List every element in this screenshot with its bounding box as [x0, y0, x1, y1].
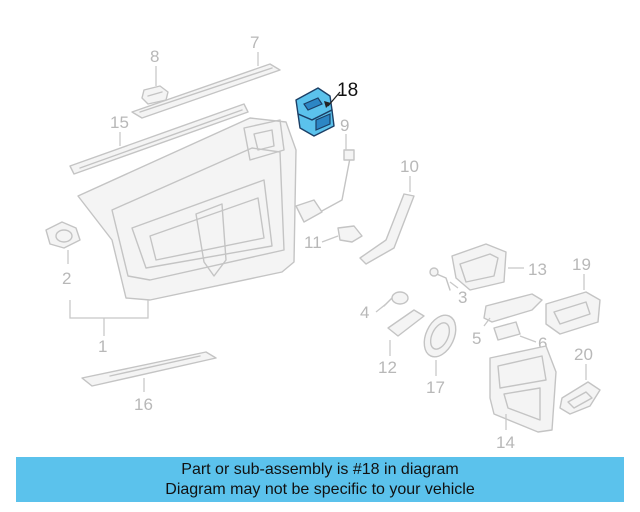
part-11-bracket [337, 225, 363, 243]
part-6-small-bezel [493, 321, 521, 341]
callout-6: 6 [538, 334, 547, 353]
callout-4: 4 [360, 303, 369, 322]
part-10-pull-handle [359, 193, 415, 265]
callout-3: 3 [458, 288, 467, 307]
part-12-bracket [387, 309, 425, 337]
callout-19: 19 [572, 255, 591, 274]
callout-9: 9 [340, 116, 349, 135]
callout-13: 13 [528, 260, 547, 279]
part-9-handle-rod [295, 149, 355, 223]
part-7-belt-molding [131, 63, 281, 119]
part-8-clip [141, 85, 169, 105]
part-20-switch-bezel [559, 381, 601, 415]
part-15-weatherstrip [69, 103, 249, 175]
callout-2: 2 [62, 269, 71, 288]
callout-7: 7 [250, 33, 259, 52]
callout-12: 12 [378, 358, 397, 377]
callout-10: 10 [400, 157, 419, 176]
callout-18: 18 [337, 80, 358, 101]
callout-17: 17 [426, 378, 445, 397]
part-2-fastener [45, 221, 81, 249]
part-16-lower-molding [81, 351, 217, 387]
callout-14: 14 [496, 433, 515, 452]
part-14-armrest-trim [489, 345, 557, 433]
part-3-screw [429, 267, 451, 291]
callout-16: 16 [134, 395, 153, 414]
part-17-speaker [423, 314, 457, 358]
part-18-window-switch [295, 87, 335, 137]
callout-1: 1 [98, 337, 107, 356]
callout-11: 11 [304, 233, 322, 252]
callout-8: 8 [150, 47, 159, 66]
part-4-push-pin [383, 291, 409, 307]
part-13-armrest-pocket [451, 243, 507, 291]
part-19-inside-handle [545, 291, 601, 335]
callout-20: 20 [574, 345, 593, 364]
part-1-door-trim-panel [77, 117, 297, 301]
callout-15: 15 [110, 113, 129, 132]
callout-5: 5 [472, 329, 481, 348]
info-banner: Part or sub-assembly is #18 in diagram D… [16, 457, 624, 502]
part-5-bezel [483, 293, 543, 323]
banner-line-1: Part or sub-assembly is #18 in diagram [181, 461, 459, 478]
banner-line-2: Diagram may not be specific to your vehi… [165, 481, 475, 498]
